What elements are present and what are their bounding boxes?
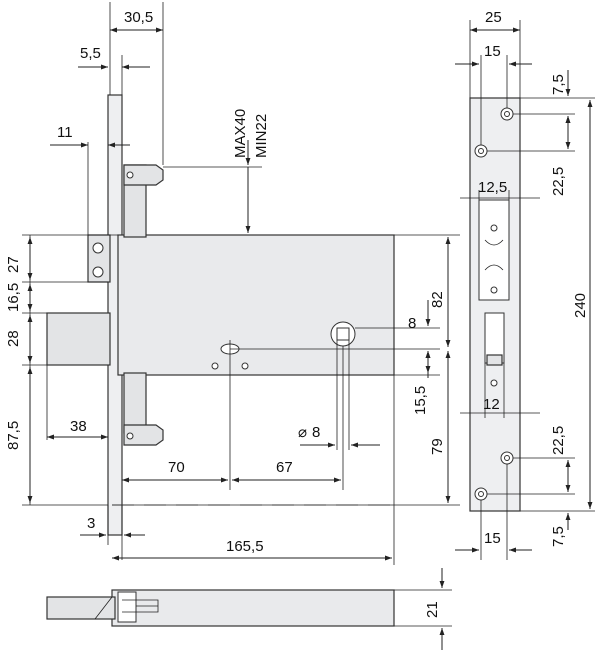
dim-38: 38 <box>70 418 87 435</box>
lower-rod-head <box>123 424 164 446</box>
dim-12: 12 <box>483 396 500 413</box>
dim-lower-22-5: 22,5 <box>550 426 567 455</box>
cylinder-screw-right <box>241 362 249 370</box>
dim-240: 240 <box>572 293 589 318</box>
dim-30-5: 30,5 <box>124 9 153 26</box>
faceplate-view: 25 15 7,5 22,5 240 12,5 12 22,5 7,5 <box>455 9 595 560</box>
dim-12-5: 12,5 <box>478 179 507 196</box>
cylinder-screw-left <box>211 362 219 370</box>
dim-25: 25 <box>485 9 502 26</box>
dim-27: 27 <box>5 256 22 273</box>
dim-bottom-7-5: 7,5 <box>550 526 567 547</box>
bottom-bolt <box>46 596 116 620</box>
lower-rod-hole <box>126 432 134 440</box>
dim-67: 67 <box>276 459 293 476</box>
dim-21: 21 <box>424 601 441 618</box>
dim-max40: MAX40 <box>232 109 249 158</box>
dim-upper-22-5: 22,5 <box>550 167 567 196</box>
latch-opening <box>478 199 510 301</box>
upper-rod-hole <box>126 171 134 179</box>
dim-87-5: 87,5 <box>5 421 22 450</box>
dim-diam-8: 8 <box>312 424 320 441</box>
dim-28: 28 <box>5 330 22 347</box>
spindle-square <box>336 327 350 341</box>
dim-top-7-5: 7,5 <box>550 74 567 95</box>
dim-11: 11 <box>57 124 73 141</box>
dim-82: 82 <box>429 291 446 308</box>
deadbolt <box>46 312 111 366</box>
dim-79: 79 <box>429 438 446 455</box>
front-view: 30,5 5,5 11 MAX40 MIN22 27 16,5 28 87,5 <box>5 2 460 565</box>
dim-5-5: 5,5 <box>80 45 101 62</box>
dim-min22: MIN22 <box>253 114 270 158</box>
dim-top-15: 15 <box>484 43 501 60</box>
dim-diam-symbol: ⌀ <box>298 424 307 441</box>
upper-rod-head <box>123 164 164 186</box>
faceplate-outline <box>469 97 521 512</box>
dim-3: 3 <box>87 515 95 532</box>
dim-15-5: 15,5 <box>412 386 429 415</box>
lock-body <box>117 234 395 376</box>
dim-165-5: 165,5 <box>226 538 264 555</box>
dim-bottom-15: 15 <box>484 530 501 547</box>
bottom-view: 21 <box>46 568 452 650</box>
dim-spindle-8: 8 <box>408 315 416 332</box>
dim-16-5: 16,5 <box>5 283 22 312</box>
dim-70: 70 <box>168 459 185 476</box>
lower-rod <box>123 372 147 434</box>
bottom-body <box>111 589 395 627</box>
